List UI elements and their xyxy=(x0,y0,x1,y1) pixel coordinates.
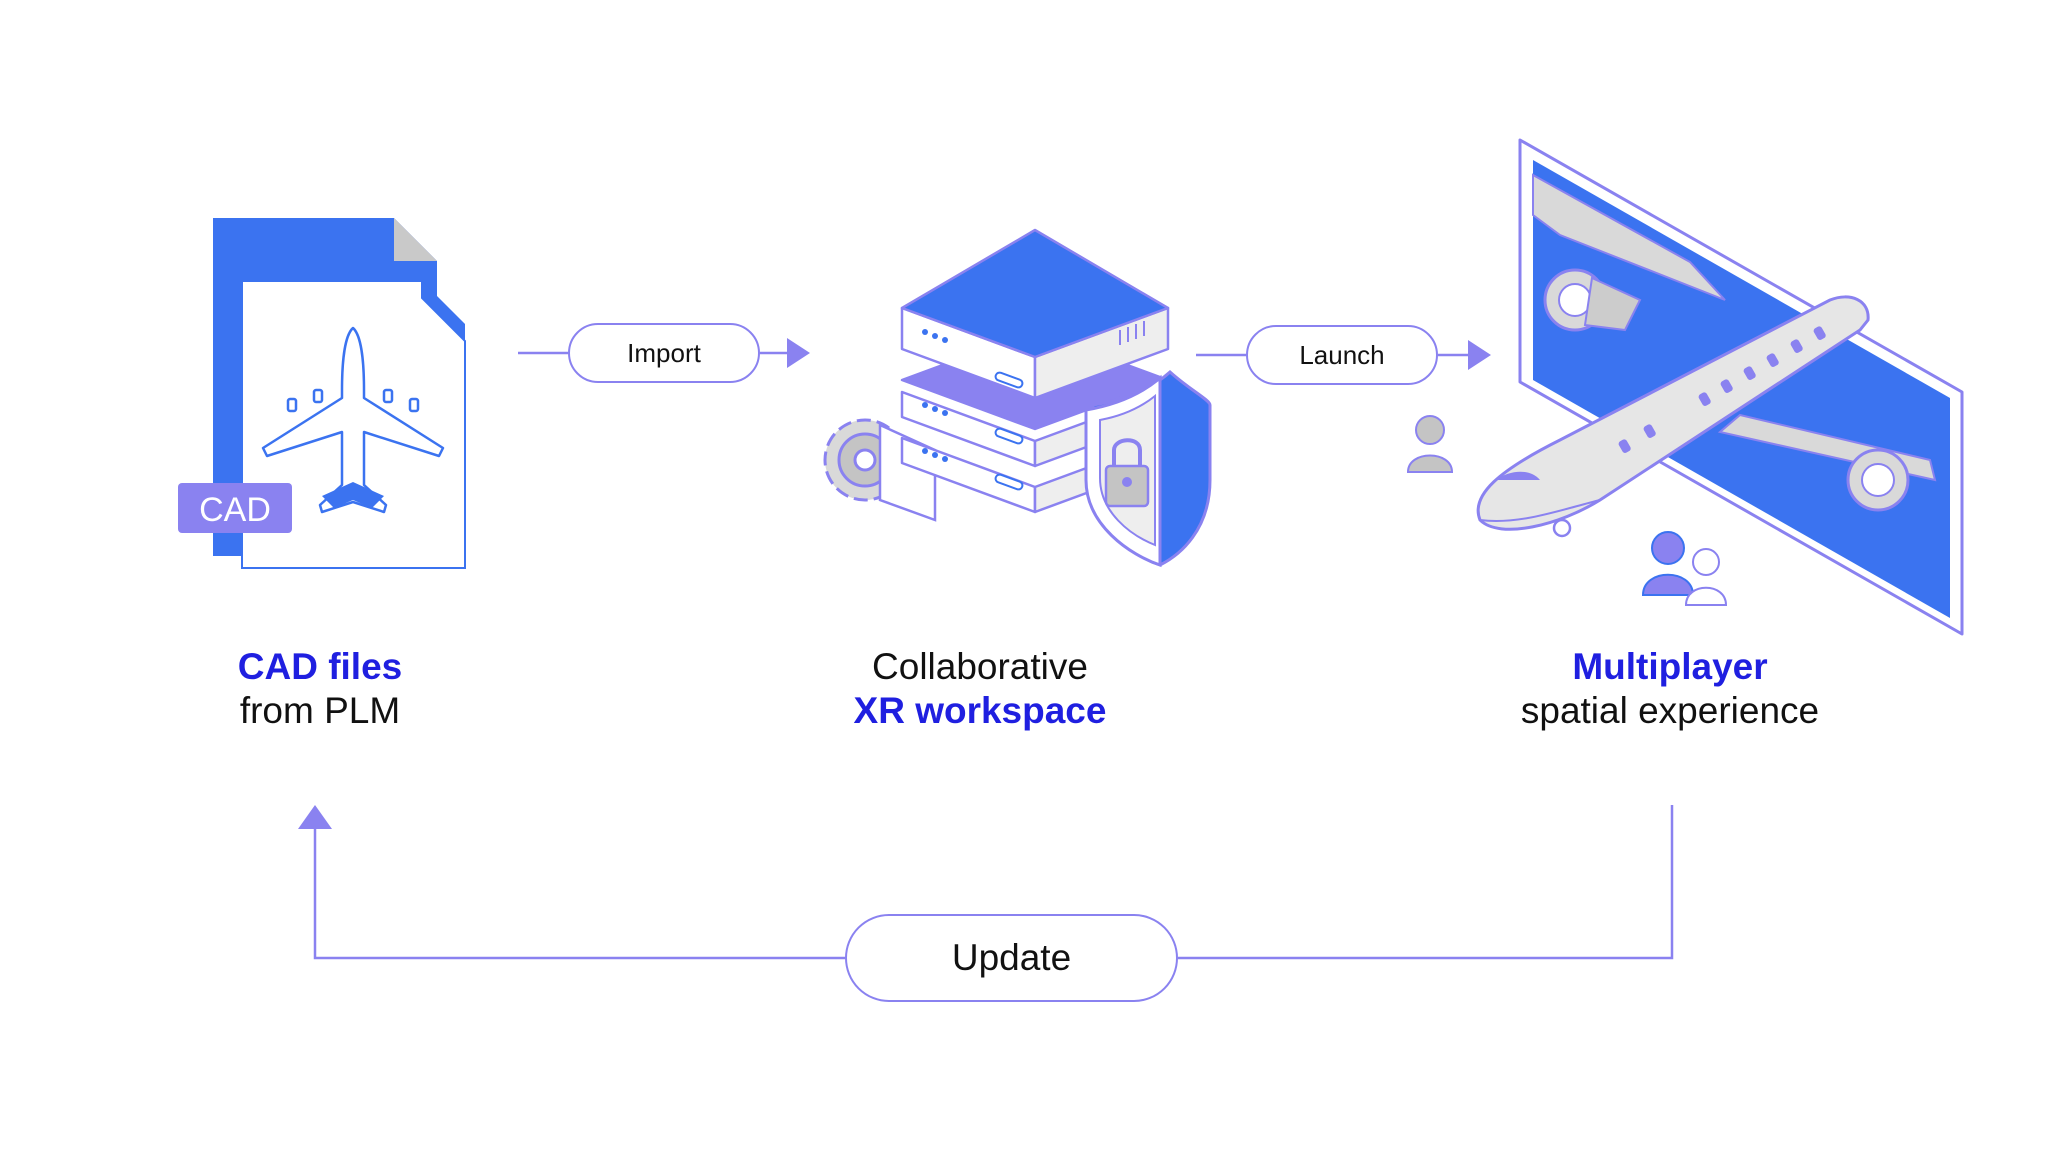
workspace-caption-plain: Collaborative xyxy=(872,646,1088,687)
cad-badge-label: CAD xyxy=(199,491,271,529)
launch-connector xyxy=(1196,340,1491,370)
cad-file-icon: CAD xyxy=(178,218,466,569)
airplane-screen-icon xyxy=(1406,138,1964,636)
launch-label: Launch xyxy=(1299,339,1385,370)
user-icon xyxy=(1406,415,1454,473)
launch-pill: Launch xyxy=(1246,325,1438,385)
cad-caption: CAD files from PLM xyxy=(150,645,490,733)
user-icon xyxy=(1684,548,1728,606)
update-pill: Update xyxy=(845,914,1178,1002)
server-stack-icon xyxy=(823,228,1212,568)
airplane-icon xyxy=(261,326,445,514)
import-label: Import xyxy=(627,337,701,368)
engine-icon xyxy=(1543,268,1642,332)
engine-icon xyxy=(1846,448,1910,512)
cad-caption-highlight: CAD files xyxy=(237,646,403,687)
experience-caption: Multiplayer spatial experience xyxy=(1470,645,1870,733)
workspace-caption: Collaborative XR workspace xyxy=(800,645,1160,733)
gear-icon xyxy=(823,418,937,522)
workspace-caption-highlight: XR workspace xyxy=(853,690,1107,731)
import-connector xyxy=(518,338,810,368)
user-icon xyxy=(1641,531,1695,596)
update-label: Update xyxy=(951,937,1072,978)
cad-badge xyxy=(178,483,292,533)
cad-caption-plain: from PLM xyxy=(239,690,401,731)
experience-caption-highlight: Multiplayer xyxy=(1572,646,1768,687)
update-connector xyxy=(313,805,1674,960)
shield-lock-icon xyxy=(1084,369,1212,568)
experience-caption-plain: spatial experience xyxy=(1520,690,1820,731)
update-arrowhead xyxy=(298,805,332,829)
import-pill: Import xyxy=(568,323,760,383)
